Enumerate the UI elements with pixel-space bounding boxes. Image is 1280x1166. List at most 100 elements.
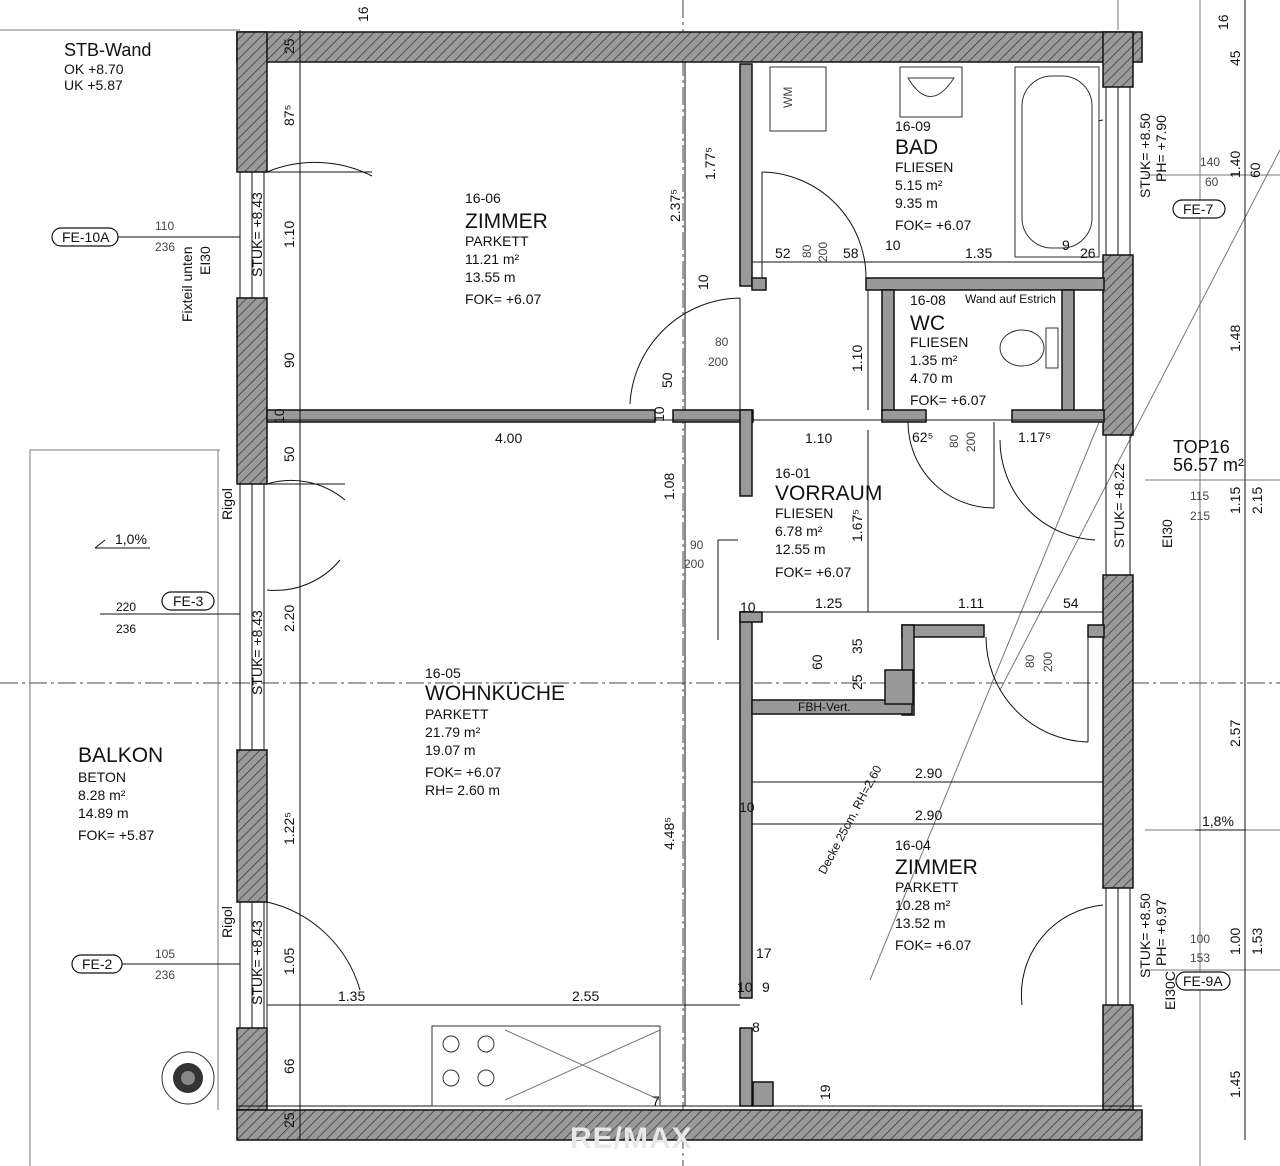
dim-58: 58 xyxy=(843,245,859,261)
window-height: 236 xyxy=(155,968,175,982)
window-tag: FE-9A xyxy=(1183,973,1223,989)
room-id: 16-09 xyxy=(895,118,931,134)
dim-1675: 1.67⁵ xyxy=(849,509,865,542)
window-fe-7[interactable]: FE-7 140 60 STUK= +8.50 PH= +7.90 xyxy=(1137,113,1226,219)
dim-8: 8 xyxy=(752,1019,760,1035)
dim-35: 35 xyxy=(849,638,865,654)
window-ph: PH= +6.97 xyxy=(1153,899,1169,966)
room-fok: FOK= +6.07 xyxy=(425,764,501,780)
room-area: 8.28 m² xyxy=(78,787,126,803)
room-vorraum: 16-01 VORRAUM FLIESEN 6.78 m² 12.55 m FO… xyxy=(775,465,882,580)
slope-balkon: 1,0% xyxy=(94,531,150,549)
door-height: 200 xyxy=(684,557,704,571)
dim-54: 54 xyxy=(1063,595,1079,611)
door-width: 80 xyxy=(947,434,961,448)
window-stuk: STUK= +8.43 xyxy=(249,192,265,277)
window-fixteil: Fixteil unten xyxy=(179,247,195,322)
room-name: ZIMMER xyxy=(465,210,548,233)
wm-label: WM xyxy=(781,87,795,108)
window-width: 140 xyxy=(1200,155,1220,169)
room-name: BALKON xyxy=(78,744,163,767)
dim-l7: 1.22⁵ xyxy=(281,812,297,845)
window-fe-9a[interactable]: FE-9A 100 153 STUK= +8.50 PH= +6.97 EI30… xyxy=(1137,893,1231,1010)
dim-110: 1.10 xyxy=(805,430,832,446)
room-wohnkueche: 16-05 WOHNKÜCHE PARKETT 21.79 m² 19.07 m… xyxy=(425,665,565,798)
window-rigol: Rigol xyxy=(219,488,235,520)
room-floor: PARKETT xyxy=(465,233,529,249)
dim-l5: 50 xyxy=(281,446,297,462)
window-tag: FE-2 xyxy=(82,956,113,972)
door-height: 200 xyxy=(1041,652,1055,672)
dim-10e: 10 xyxy=(739,799,755,815)
room-id: 16-08 xyxy=(910,292,946,308)
door-height: 200 xyxy=(816,242,830,262)
room-wc: 16-08 Wand auf Estrich WC FLIESEN 1.35 m… xyxy=(910,292,1056,408)
door-zimmer-bottom[interactable]: 80 200 xyxy=(1023,652,1055,672)
room-fok: FOK= +6.07 xyxy=(910,392,986,408)
dimension-lines xyxy=(267,0,1246,1140)
dim-r2: 1.40 xyxy=(1227,151,1243,178)
entry-height: 215 xyxy=(1190,509,1210,523)
window-width: 105 xyxy=(155,947,175,961)
room-area: 10.28 m² xyxy=(895,897,951,913)
room-floor: FLIESEN xyxy=(895,159,953,175)
dim-r0: 16 xyxy=(1215,14,1231,30)
room-fok: FOK= +6.07 xyxy=(465,291,541,307)
window-fe-10a[interactable]: FE-10A 110 236 STUK= +8.43 Fixteil unten… xyxy=(51,192,265,322)
room-perimeter: 12.55 m xyxy=(775,541,826,557)
room-id: 16-04 xyxy=(895,837,931,853)
door-width: 80 xyxy=(800,244,814,258)
window-tag: FE-7 xyxy=(1183,201,1214,217)
wall-uk: UK +5.87 xyxy=(64,77,123,93)
window-stuk: STUK= +8.50 xyxy=(1137,113,1153,198)
room-bad: 16-09 BAD FLIESEN 5.15 m² 9.35 m FOK= +6… xyxy=(895,118,971,233)
window-fe-3[interactable]: FE-3 220 236 STUK= +8.43 Rigol xyxy=(100,488,265,695)
dims-inner: 2.37⁵ 1.77⁵ 10 50 10 4.00 1.10 1.08 1.10… xyxy=(338,147,1096,1109)
window-rigol: Rigol xyxy=(219,906,235,938)
top-name: TOP16 xyxy=(1173,437,1230,457)
dim-r9: 1.53 xyxy=(1249,928,1265,955)
room-fok: FOK= +6.07 xyxy=(775,564,851,580)
dim-l8: 1.05 xyxy=(281,948,297,975)
room-perimeter: 13.55 m xyxy=(465,269,516,285)
room-perimeter: 4.70 m xyxy=(910,370,953,386)
wall-ok: OK +8.70 xyxy=(64,61,124,77)
door-bad[interactable]: 80 200 xyxy=(800,242,830,262)
dim-135: 1.35 xyxy=(965,245,992,261)
dim-17: 17 xyxy=(756,945,772,961)
dim-52: 52 xyxy=(775,245,791,261)
dim-4485: 4.48⁵ xyxy=(661,817,677,850)
door-wc[interactable]: 80 200 xyxy=(947,432,978,452)
dim-r6: 2.15 xyxy=(1249,487,1265,514)
window-tag: FE-3 xyxy=(173,593,204,609)
door-width: 80 xyxy=(715,335,729,349)
door-kueche[interactable]: 90 200 xyxy=(684,538,704,571)
entry-door[interactable]: 115 215 STUK= +8.22 EI30 xyxy=(1111,463,1210,548)
dim-111: 1.11 xyxy=(958,595,984,611)
window-ei: EI30C xyxy=(1162,971,1178,1010)
room-area: 11.21 m² xyxy=(465,251,520,267)
window-width: 220 xyxy=(116,600,136,614)
exterior-walls xyxy=(236,31,1143,1141)
decke-label: Decke 25cm, RH=2,60 xyxy=(815,763,884,877)
dim-l2: 1.10 xyxy=(281,221,297,248)
room-perimeter: 13.52 m xyxy=(895,915,946,931)
logo-watermark: RE/MAX xyxy=(570,1122,693,1155)
room-balkon: BALKON BETON 8.28 m² 14.89 m FOK= +5.87 xyxy=(78,744,163,843)
dim-l3: 90 xyxy=(281,352,297,368)
room-floor: FLIESEN xyxy=(910,334,968,350)
dim-l6: 2.20 xyxy=(281,605,297,632)
dim-290b: 2.90 xyxy=(915,807,942,823)
window-fe-2[interactable]: FE-2 105 236 STUK= +8.43 Rigol xyxy=(71,906,265,1005)
slope-value: 1,8% xyxy=(1202,813,1234,829)
dim-25: 25 xyxy=(849,674,865,690)
dim-2375: 2.37⁵ xyxy=(667,189,683,222)
room-area: 21.79 m² xyxy=(425,724,481,740)
window-width: 100 xyxy=(1190,932,1210,946)
room-perimeter: 14.89 m xyxy=(78,805,129,821)
door-zimmer-top[interactable]: 80 200 xyxy=(708,335,729,369)
window-tag: FE-10A xyxy=(62,229,110,245)
room-area: 6.78 m² xyxy=(775,523,823,539)
